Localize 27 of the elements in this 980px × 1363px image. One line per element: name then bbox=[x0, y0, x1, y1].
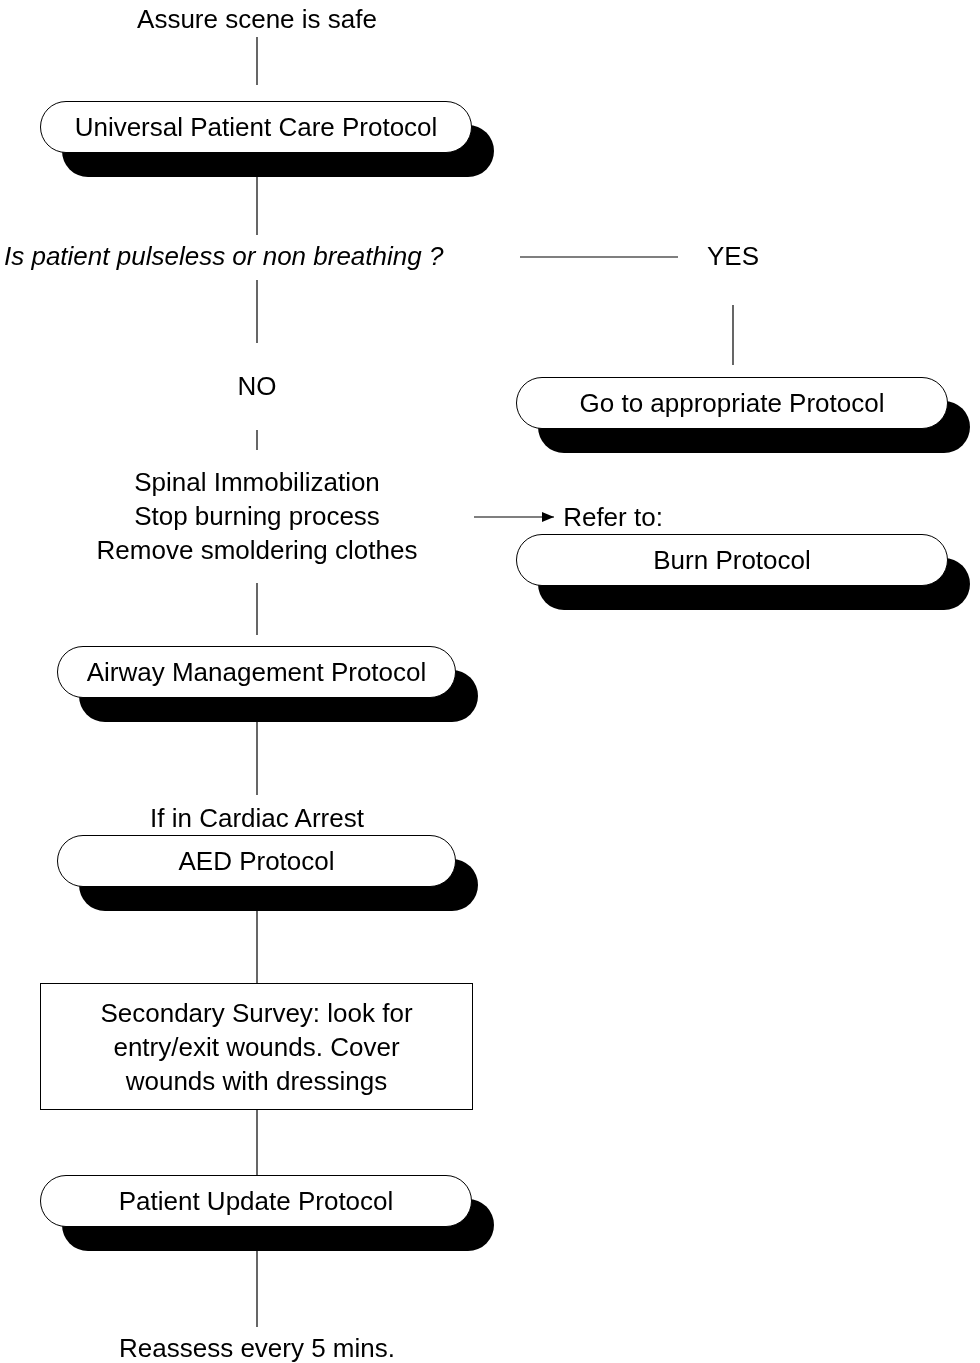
connector-line bbox=[256, 910, 258, 984]
protocol-box: Go to appropriate Protocol bbox=[516, 377, 970, 453]
connector-line bbox=[256, 1250, 258, 1328]
connector-line bbox=[256, 582, 258, 636]
connector-line bbox=[732, 304, 734, 366]
step-text: NO bbox=[230, 371, 284, 401]
protocol-box: Patient Update Protocol bbox=[40, 1175, 494, 1251]
connector-line bbox=[256, 36, 258, 86]
step-text: Refer to: bbox=[556, 502, 670, 532]
protocol-box: Burn Protocol bbox=[516, 534, 970, 610]
step-text: Spinal Immobilization Stop burning process Remove smoldering clothes bbox=[56, 464, 458, 568]
connector-line bbox=[256, 1109, 258, 1176]
step-text: If in Cardiac Arrest bbox=[110, 803, 404, 833]
question-text: Is patient pulseless or non breathing ? bbox=[4, 241, 510, 271]
connector-line bbox=[256, 429, 258, 451]
protocol-box: Airway Management Protocol bbox=[57, 646, 478, 722]
step-text: YES bbox=[700, 241, 766, 271]
connector-line bbox=[256, 176, 258, 236]
step-text: Assure scene is safe bbox=[100, 4, 414, 34]
connector-line bbox=[519, 256, 679, 258]
arrow bbox=[473, 512, 555, 522]
protocol-box: Universal Patient Care Protocol bbox=[40, 101, 494, 177]
process-box: Secondary Survey: look for entry/exit wounds. Cover wounds with dressings bbox=[40, 983, 473, 1110]
step-text: Reassess every 5 mins. bbox=[90, 1333, 424, 1363]
connector-line bbox=[256, 721, 258, 796]
protocol-box: AED Protocol bbox=[57, 835, 478, 911]
connector-line bbox=[256, 279, 258, 344]
